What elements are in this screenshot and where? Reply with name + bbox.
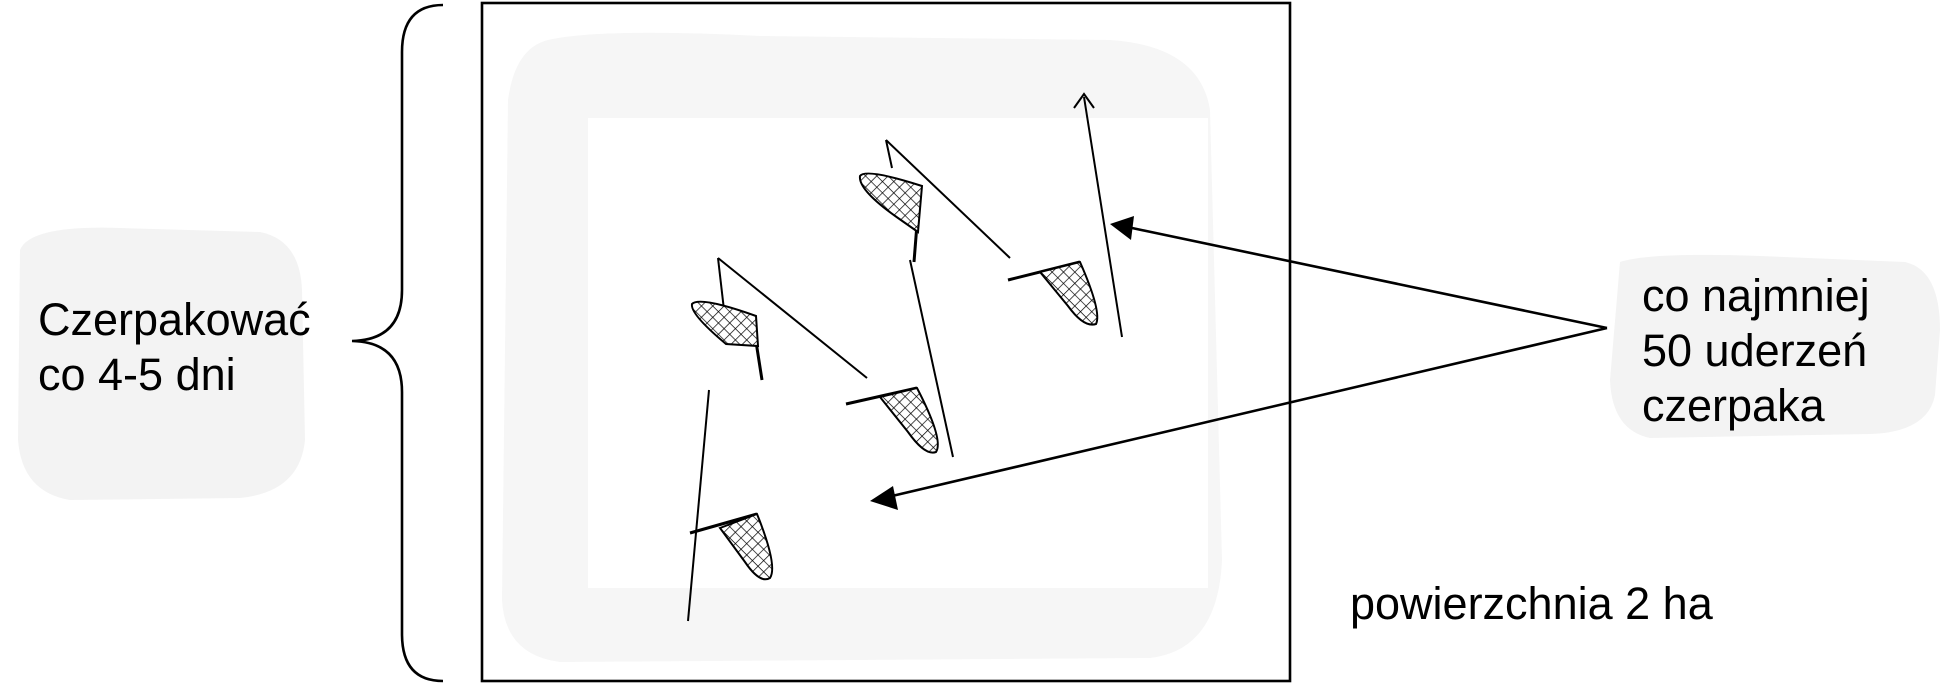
sampling-interval-label: Czerpakować co 4-5 dni xyxy=(38,292,311,402)
pointer-arrows xyxy=(870,216,1608,510)
sweep-net-1 xyxy=(689,512,774,581)
zigzag-transect xyxy=(687,92,1123,622)
arrowhead-upper xyxy=(1110,216,1134,240)
field-plot xyxy=(480,1,1292,683)
curly-brace xyxy=(351,3,444,683)
sweep-net-3 xyxy=(1007,260,1099,326)
arrowhead-lower xyxy=(870,486,898,510)
sweep-net-5 xyxy=(858,172,924,263)
sweep-net-2 xyxy=(845,386,939,454)
sweep-net-4 xyxy=(690,300,764,381)
sampling-interval-line-2: co 4-5 dni xyxy=(38,349,236,400)
sampling-interval-line-1: Czerpakować xyxy=(38,294,311,345)
sweep-count-line-3: czerpaka xyxy=(1642,380,1825,431)
sweep-count-line-2: 50 uderzeń xyxy=(1642,325,1868,376)
sweep-count-line-1: co najmniej xyxy=(1642,270,1870,321)
area-label: powierzchnia 2 ha xyxy=(1350,578,1713,629)
sweep-count-label: co najmniej 50 uderzeń czerpaka xyxy=(1642,268,1870,433)
